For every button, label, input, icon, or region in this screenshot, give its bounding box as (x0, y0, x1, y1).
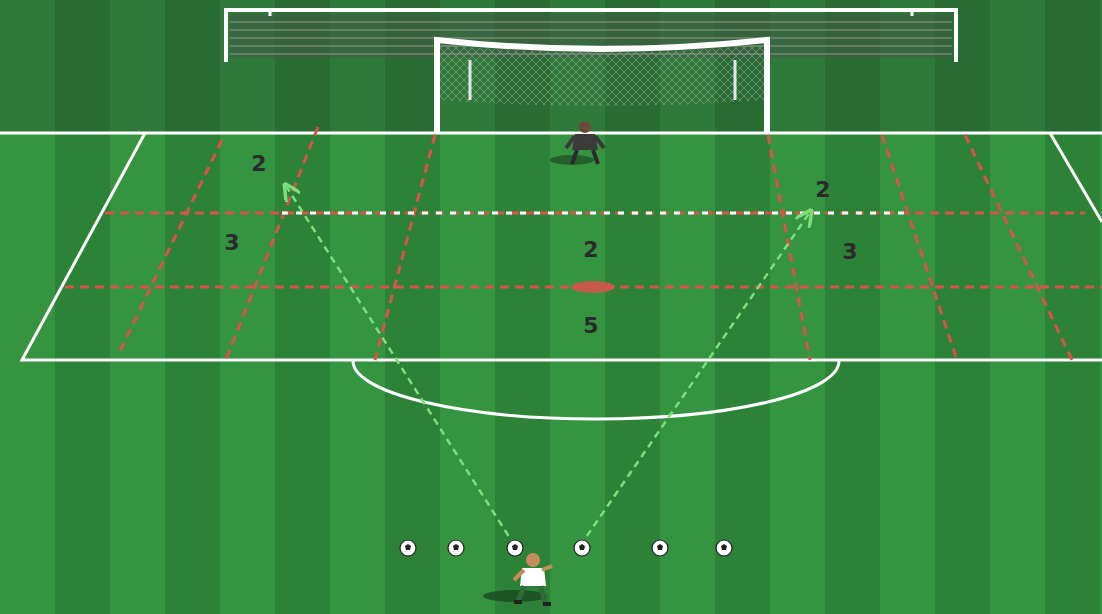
zone-grid (65, 127, 1102, 362)
zone-points: 3 (842, 241, 857, 263)
zone-points: 3 (224, 232, 239, 254)
zone-points: 2 (583, 239, 598, 261)
goalkeeper (550, 121, 604, 165)
pass-arrows (286, 186, 810, 546)
pitch-lines (0, 133, 1102, 419)
goal (437, 40, 767, 133)
grass-far (0, 0, 1102, 133)
zone-points: 2 (251, 153, 266, 175)
zone-points: 2 (815, 179, 830, 201)
balls (400, 540, 732, 556)
zone-line-white (282, 212, 910, 215)
zone-points: 5 (583, 315, 598, 337)
penalty-spot (571, 281, 615, 293)
player (483, 553, 552, 604)
